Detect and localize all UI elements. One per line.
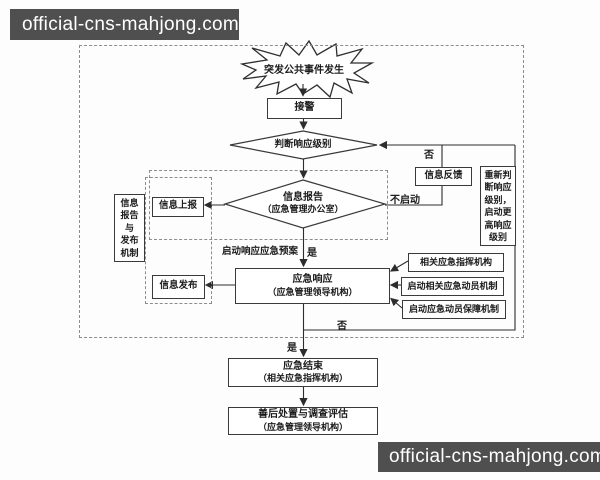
outer-mechanism-frame	[79, 45, 524, 338]
rejudge-note-node: 重新判 断响应 级别， 启动更 高响应 级别	[480, 166, 516, 246]
related-command-node: 相关应急指挥机构	[408, 253, 504, 272]
info-release-node: 信息发布	[152, 275, 205, 299]
guarantee-label: 启动应急动员保障机制	[408, 304, 499, 315]
starburst-shape	[239, 39, 375, 99]
info-submit-node: 信息上报	[152, 197, 204, 217]
emergency-end-org: （相关应急指挥机构）	[257, 373, 348, 384]
guarantee-node: 启动应急动员保障机制	[402, 300, 506, 319]
info-release-label: 信息发布	[159, 281, 198, 292]
edge-label-no-top: 否	[424, 150, 434, 161]
aftermath-node: 善后处置与调查评估 （应急管理领导机构）	[228, 407, 378, 435]
related-command-label: 相关应急指挥机构	[419, 257, 492, 268]
mobilization-node: 启动相关应急动员机制	[401, 277, 504, 296]
info-report-frame	[149, 170, 388, 240]
info-report-node: 信息报告 （应急管理办公室）	[233, 189, 373, 218]
side-mechanism-node: 信息 报告 与 发布 机制	[114, 194, 145, 262]
emergency-end-node: 应急结束 （相关应急指挥机构）	[228, 358, 378, 387]
receive-alarm-node: 接警	[267, 98, 342, 119]
info-submit-label: 信息上报	[158, 201, 197, 212]
info-feedback-label: 信息反馈	[424, 170, 463, 181]
edge-label-no-bottom: 否	[337, 321, 347, 332]
edge-label-not-start: 不启动	[390, 195, 420, 206]
emergency-end-label: 应急结束	[283, 360, 323, 372]
aftermath-label: 善后处置与调查评估	[258, 409, 348, 421]
edge-label-yes-bottom: 是	[287, 343, 297, 354]
watermark-top-left: official-cns-mahjong.com	[10, 9, 239, 40]
judge-level-label: 判断响应级别	[274, 139, 332, 150]
emergency-response-label: 应急响应	[292, 274, 333, 286]
watermark-bottom-right: official-cns-mahjong.com	[378, 442, 600, 472]
edge-label-yes-mid: 是	[307, 248, 317, 259]
edge-label-activate-plan: 启动响应应急预案	[222, 247, 299, 257]
rejudge-note-label: 重新判 断响应 级别， 启动更 高响应 级别	[484, 169, 512, 243]
receive-alarm-label: 接警	[294, 102, 315, 114]
emergency-response-org: （应急管理领导机构）	[267, 286, 358, 297]
info-report-label: 信息报告	[283, 191, 323, 203]
side-mechanism-label: 信息 报告 与 发布 机制	[120, 197, 139, 258]
info-feedback-node: 信息反馈	[415, 167, 472, 186]
info-release-frame	[145, 177, 212, 304]
mobilization-label: 启动相关应急动员机制	[407, 281, 498, 292]
emergency-response-node: 应急响应 （应急管理领导机构）	[235, 268, 390, 304]
start-node-label: 突发公共事件发生	[264, 64, 344, 76]
info-report-org: （应急管理办公室）	[262, 204, 344, 215]
aftermath-org: （应急管理领导机构）	[257, 421, 348, 432]
